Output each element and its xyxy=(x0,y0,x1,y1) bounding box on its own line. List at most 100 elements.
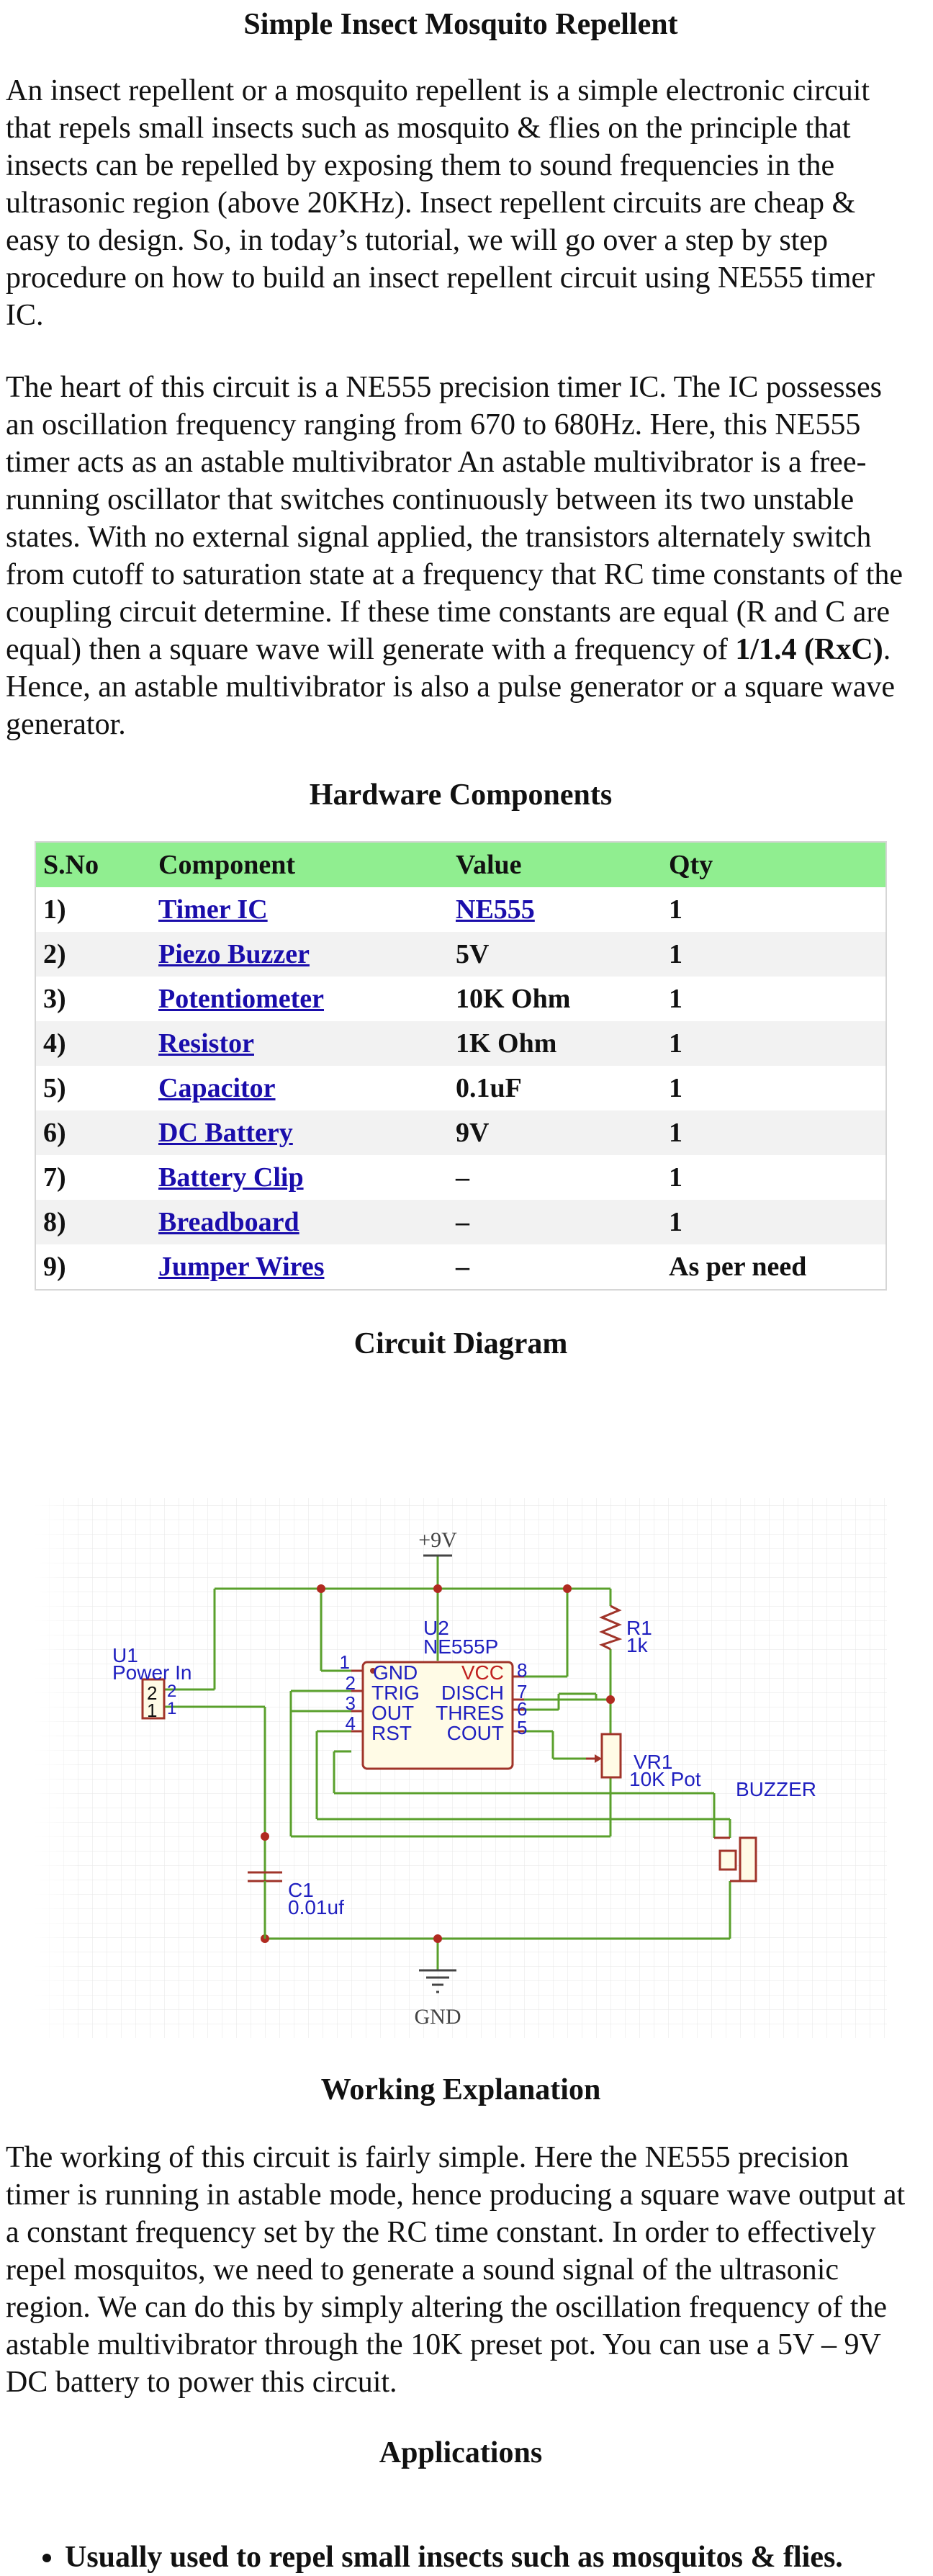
component-link[interactable]: Jumper Wires xyxy=(158,1252,325,1282)
quantity-cell: 1 xyxy=(662,932,886,977)
component-cell: Potentiometer xyxy=(151,977,449,1021)
junction-dots xyxy=(261,1584,615,1943)
pin-label-thres: THRES xyxy=(436,1702,504,1724)
table-header-row: S.No Component Value Qty xyxy=(35,842,886,887)
pin-number: 3 xyxy=(346,1692,356,1714)
heart-text-after: . Hence, an astable multivibrator is als… xyxy=(6,633,896,741)
value-link[interactable]: NE555 xyxy=(456,894,535,925)
component-link[interactable]: Breadboard xyxy=(158,1207,299,1237)
serial-number-cell: 6) xyxy=(35,1110,151,1155)
vplus-label: +9V xyxy=(418,1528,457,1552)
table-row: 7) Battery Clip – 1 xyxy=(35,1155,886,1200)
circuit-diagram: 1 2 3 4 8 7 6 5 GND TRIG OUT RST VCC DIS… xyxy=(35,1491,887,2045)
pin-label-rst: RST xyxy=(371,1722,412,1744)
working-paragraph: The working of this circuit is fairly si… xyxy=(6,2141,906,2399)
hardware-heading: Hardware Components xyxy=(309,778,613,812)
component-link[interactable]: Timer IC xyxy=(158,894,268,925)
pin-number: 6 xyxy=(517,1698,527,1720)
connector-pin-number: 1 xyxy=(167,1699,176,1718)
vr1-value: 10K Pot xyxy=(629,1768,701,1790)
pin-label-disch: DISCH xyxy=(441,1682,504,1704)
heart-text-before: The heart of this circuit is a NE555 pre… xyxy=(6,371,903,666)
heart-paragraph: The heart of this circuit is a NE555 pre… xyxy=(6,369,914,743)
c1-label: C1 xyxy=(288,1879,314,1901)
schematic-svg: 1 2 3 4 8 7 6 5 GND TRIG OUT RST VCC DIS… xyxy=(35,1491,887,2045)
serial-number-cell: 3) xyxy=(43,984,66,1014)
component-link[interactable]: DC Battery xyxy=(158,1118,293,1148)
power-supply-symbol: +9V xyxy=(418,1528,457,1557)
pin-label-trig: TRIG xyxy=(371,1682,420,1704)
value-cell: – xyxy=(456,1162,469,1193)
applications-heading: Applications xyxy=(379,2436,543,2469)
pin-label-gnd: GND xyxy=(373,1661,418,1684)
power-in-connector-u1: U1 Power In 2 1 2 1 xyxy=(112,1644,192,1721)
serial-number-cell: 9) xyxy=(43,1252,66,1282)
column-header: S.No xyxy=(35,842,151,887)
pin-number: 8 xyxy=(517,1659,527,1681)
ne555-ic: 1 2 3 4 8 7 6 5 GND TRIG OUT RST VCC DIS… xyxy=(340,1617,527,1770)
vr1-label: VR1 xyxy=(634,1751,672,1773)
pin-number: 1 xyxy=(340,1651,350,1673)
component-cell: Resistor xyxy=(151,1021,449,1066)
component-link[interactable]: Battery Clip xyxy=(158,1162,304,1193)
buzzer-label: BUZZER xyxy=(736,1778,816,1800)
ground-symbol xyxy=(419,1969,456,1993)
piezo-buzzer: BUZZER xyxy=(714,1778,816,1882)
component-cell: Jumper Wires xyxy=(151,1244,449,1290)
quantity-cell: 1 xyxy=(669,894,682,925)
serial-number-cell: 5) xyxy=(43,1073,66,1103)
applications-list: Usually used to repel small insects such… xyxy=(0,2539,843,2576)
frequency-formula: 1/1.4 (RxC) xyxy=(735,633,883,666)
component-cell: Battery Clip xyxy=(151,1155,449,1200)
u2-part-label: NE555P xyxy=(423,1635,498,1658)
pin-number: 2 xyxy=(346,1672,356,1694)
intro-paragraph: An insect repellent or a mosquito repell… xyxy=(6,74,875,332)
table-row: 5) Capacitor 0.1uF 1 xyxy=(35,1066,886,1110)
component-cell: Piezo Buzzer xyxy=(151,932,449,977)
component-link[interactable]: Capacitor xyxy=(158,1073,276,1103)
value-cell: 1K Ohm xyxy=(449,1021,662,1066)
serial-number-cell: 2) xyxy=(35,932,151,977)
value-cell: – xyxy=(456,1252,469,1282)
value-cell: NE555 xyxy=(449,887,662,932)
pin-label-out: OUT xyxy=(371,1702,414,1724)
value-cell: 0.1uF xyxy=(456,1073,522,1103)
u1-label: U1 xyxy=(112,1644,138,1666)
u2-label: U2 xyxy=(423,1617,449,1639)
pin-label-vcc: VCC xyxy=(461,1661,504,1684)
list-item: Usually used to repel small insects such… xyxy=(65,2539,843,2576)
quantity-cell: As per need xyxy=(669,1252,807,1282)
r1-value: 1k xyxy=(626,1634,649,1656)
quantity-cell: 1 xyxy=(669,1073,682,1103)
quantity-cell: 1 xyxy=(669,1162,682,1193)
serial-number-cell: 8) xyxy=(35,1200,151,1244)
quantity-cell: 1 xyxy=(662,1021,886,1066)
column-header: Qty xyxy=(662,842,886,887)
pin-number: 4 xyxy=(346,1713,356,1734)
serial-number-cell: 1) xyxy=(43,894,66,925)
working-heading: Working Explanation xyxy=(320,2073,601,2106)
serial-number-cell: 7) xyxy=(43,1162,66,1193)
component-link[interactable]: Potentiometer xyxy=(158,984,324,1014)
connector-pin: 2 xyxy=(147,1682,157,1704)
u1-value: Power In xyxy=(112,1661,192,1684)
component-link[interactable]: Resistor xyxy=(158,1028,254,1059)
value-cell: – xyxy=(449,1200,662,1244)
component-link[interactable]: Piezo Buzzer xyxy=(158,939,310,969)
pin-number: 5 xyxy=(517,1717,527,1738)
capacitor-c1: C1 0.01uf xyxy=(248,1871,344,1939)
resistor-r1: R1 1k xyxy=(599,1605,652,1656)
column-header: Component xyxy=(151,842,449,887)
wires xyxy=(164,1556,731,1970)
connector-pin-number: 2 xyxy=(167,1682,176,1701)
page-title: Simple Insect Mosquito Repellent xyxy=(243,8,678,41)
component-cell: Timer IC xyxy=(151,887,449,932)
table-row: 9) Jumper Wires – As per need xyxy=(35,1244,886,1290)
value-cell: 5V xyxy=(449,932,662,977)
quantity-cell: 1 xyxy=(662,1200,886,1244)
component-cell: DC Battery xyxy=(151,1110,449,1155)
